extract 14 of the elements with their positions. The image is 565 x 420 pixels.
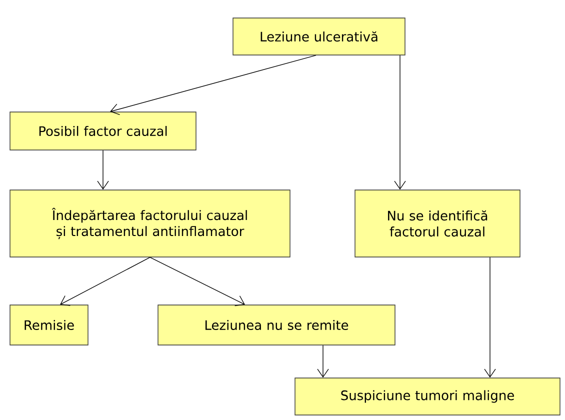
process-box: Nu se identifică factorul cauzal — [354, 190, 520, 258]
arrow — [97, 150, 109, 190]
process-box: Leziune ulcerativă — [232, 18, 406, 56]
arrow — [150, 257, 245, 306]
arrow — [317, 344, 329, 378]
process-box: Îndepărtarea factorului cauzal și tratamentul antiinflamator — [10, 190, 290, 258]
process-box: Posibil factor cauzal — [10, 112, 196, 150]
arrow — [60, 257, 150, 306]
process-box: Suspiciune tumori maligne — [294, 378, 560, 416]
arrow — [394, 55, 406, 190]
process-box: Leziunea nu se remite — [158, 304, 396, 346]
arrow — [484, 257, 496, 378]
process-box: Remisie — [10, 304, 88, 346]
arrow — [110, 55, 316, 116]
